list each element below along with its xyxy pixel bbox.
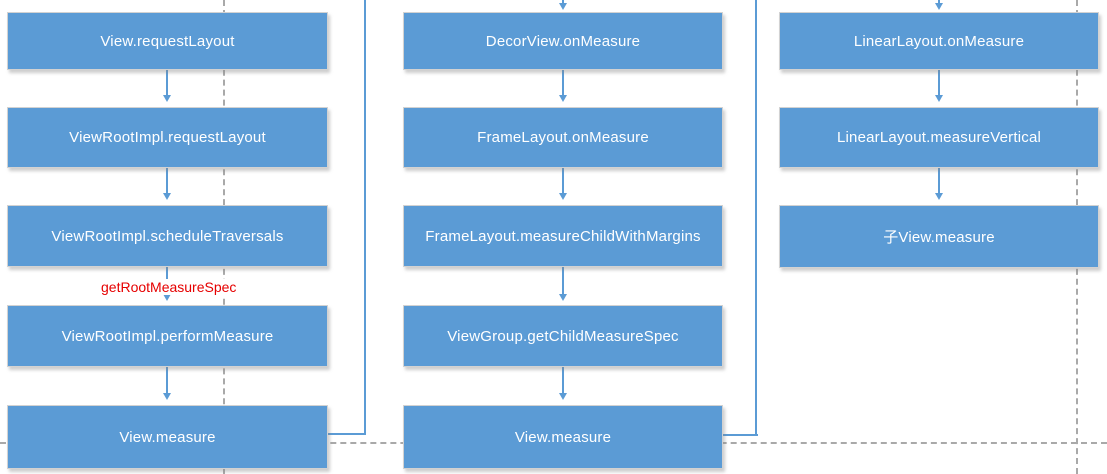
flow-arrow-line [938,70,940,95]
flow-node-framelayout-onmeasure: FrameLayout.onMeasure [403,107,723,168]
arrow-down-icon [163,95,171,102]
flow-arrow-line [562,367,564,393]
arrow-down-icon [163,393,171,400]
flow-arrow-line [562,70,564,95]
arrow-down-icon [559,393,567,400]
flow-node-linearlayout-measurevertical: LinearLayout.measureVertical [779,107,1099,168]
flow-node-child-view-measure: 子View.measure [779,205,1099,268]
arrow-down-icon [559,95,567,102]
arrow-down-icon [163,193,171,200]
flow-arrow-line [938,0,940,3]
arrow-down-icon [935,3,943,10]
flow-arrow-line [562,267,564,294]
flow-node-framelayout-measurechildwithmargins: FrameLayout.measureChildWithMargins [403,205,723,267]
flow-arrow-line [166,168,168,193]
connector-col2-to-col3-vertical [755,0,757,436]
arrow-down-icon [935,95,943,102]
arrow-down-icon [559,3,567,10]
flow-arrow-line [938,168,940,193]
flow-node-decorview-onmeasure: DecorView.onMeasure [403,12,723,70]
flow-arrow-line [166,70,168,95]
arrow-down-icon [559,193,567,200]
flow-node-viewrootimpl-requestlayout: ViewRootImpl.requestLayout [7,107,328,168]
flow-arrow-line [166,367,168,393]
flow-node-linearlayout-onmeasure: LinearLayout.onMeasure [779,12,1099,70]
arrow-down-icon [935,193,943,200]
flow-node-viewrootimpl-performmeasure: ViewRootImpl.performMeasure [7,305,328,367]
flow-arrow-line [562,0,564,3]
flow-node-viewrootimpl-scheduletraversals: ViewRootImpl.scheduleTraversals [7,205,328,267]
annotation-getrootmeasurespec: getRootMeasureSpec [98,279,240,295]
connector-col1-to-col2-horizontal [328,433,366,435]
flow-node-view-requestlayout: View.requestLayout [7,12,328,70]
flow-arrow-line [562,168,564,193]
flow-node-view-measure-col1: View.measure [7,405,328,469]
connector-col1-to-col2-vertical [364,0,366,435]
arrow-down-icon [559,294,567,301]
connector-col2-to-col3-horizontal [723,434,758,436]
flow-node-viewgroup-getchildmeasurespec: ViewGroup.getChildMeasureSpec [403,305,723,367]
arrow-down-icon [163,294,171,301]
flow-node-view-measure-col2: View.measure [403,405,723,469]
